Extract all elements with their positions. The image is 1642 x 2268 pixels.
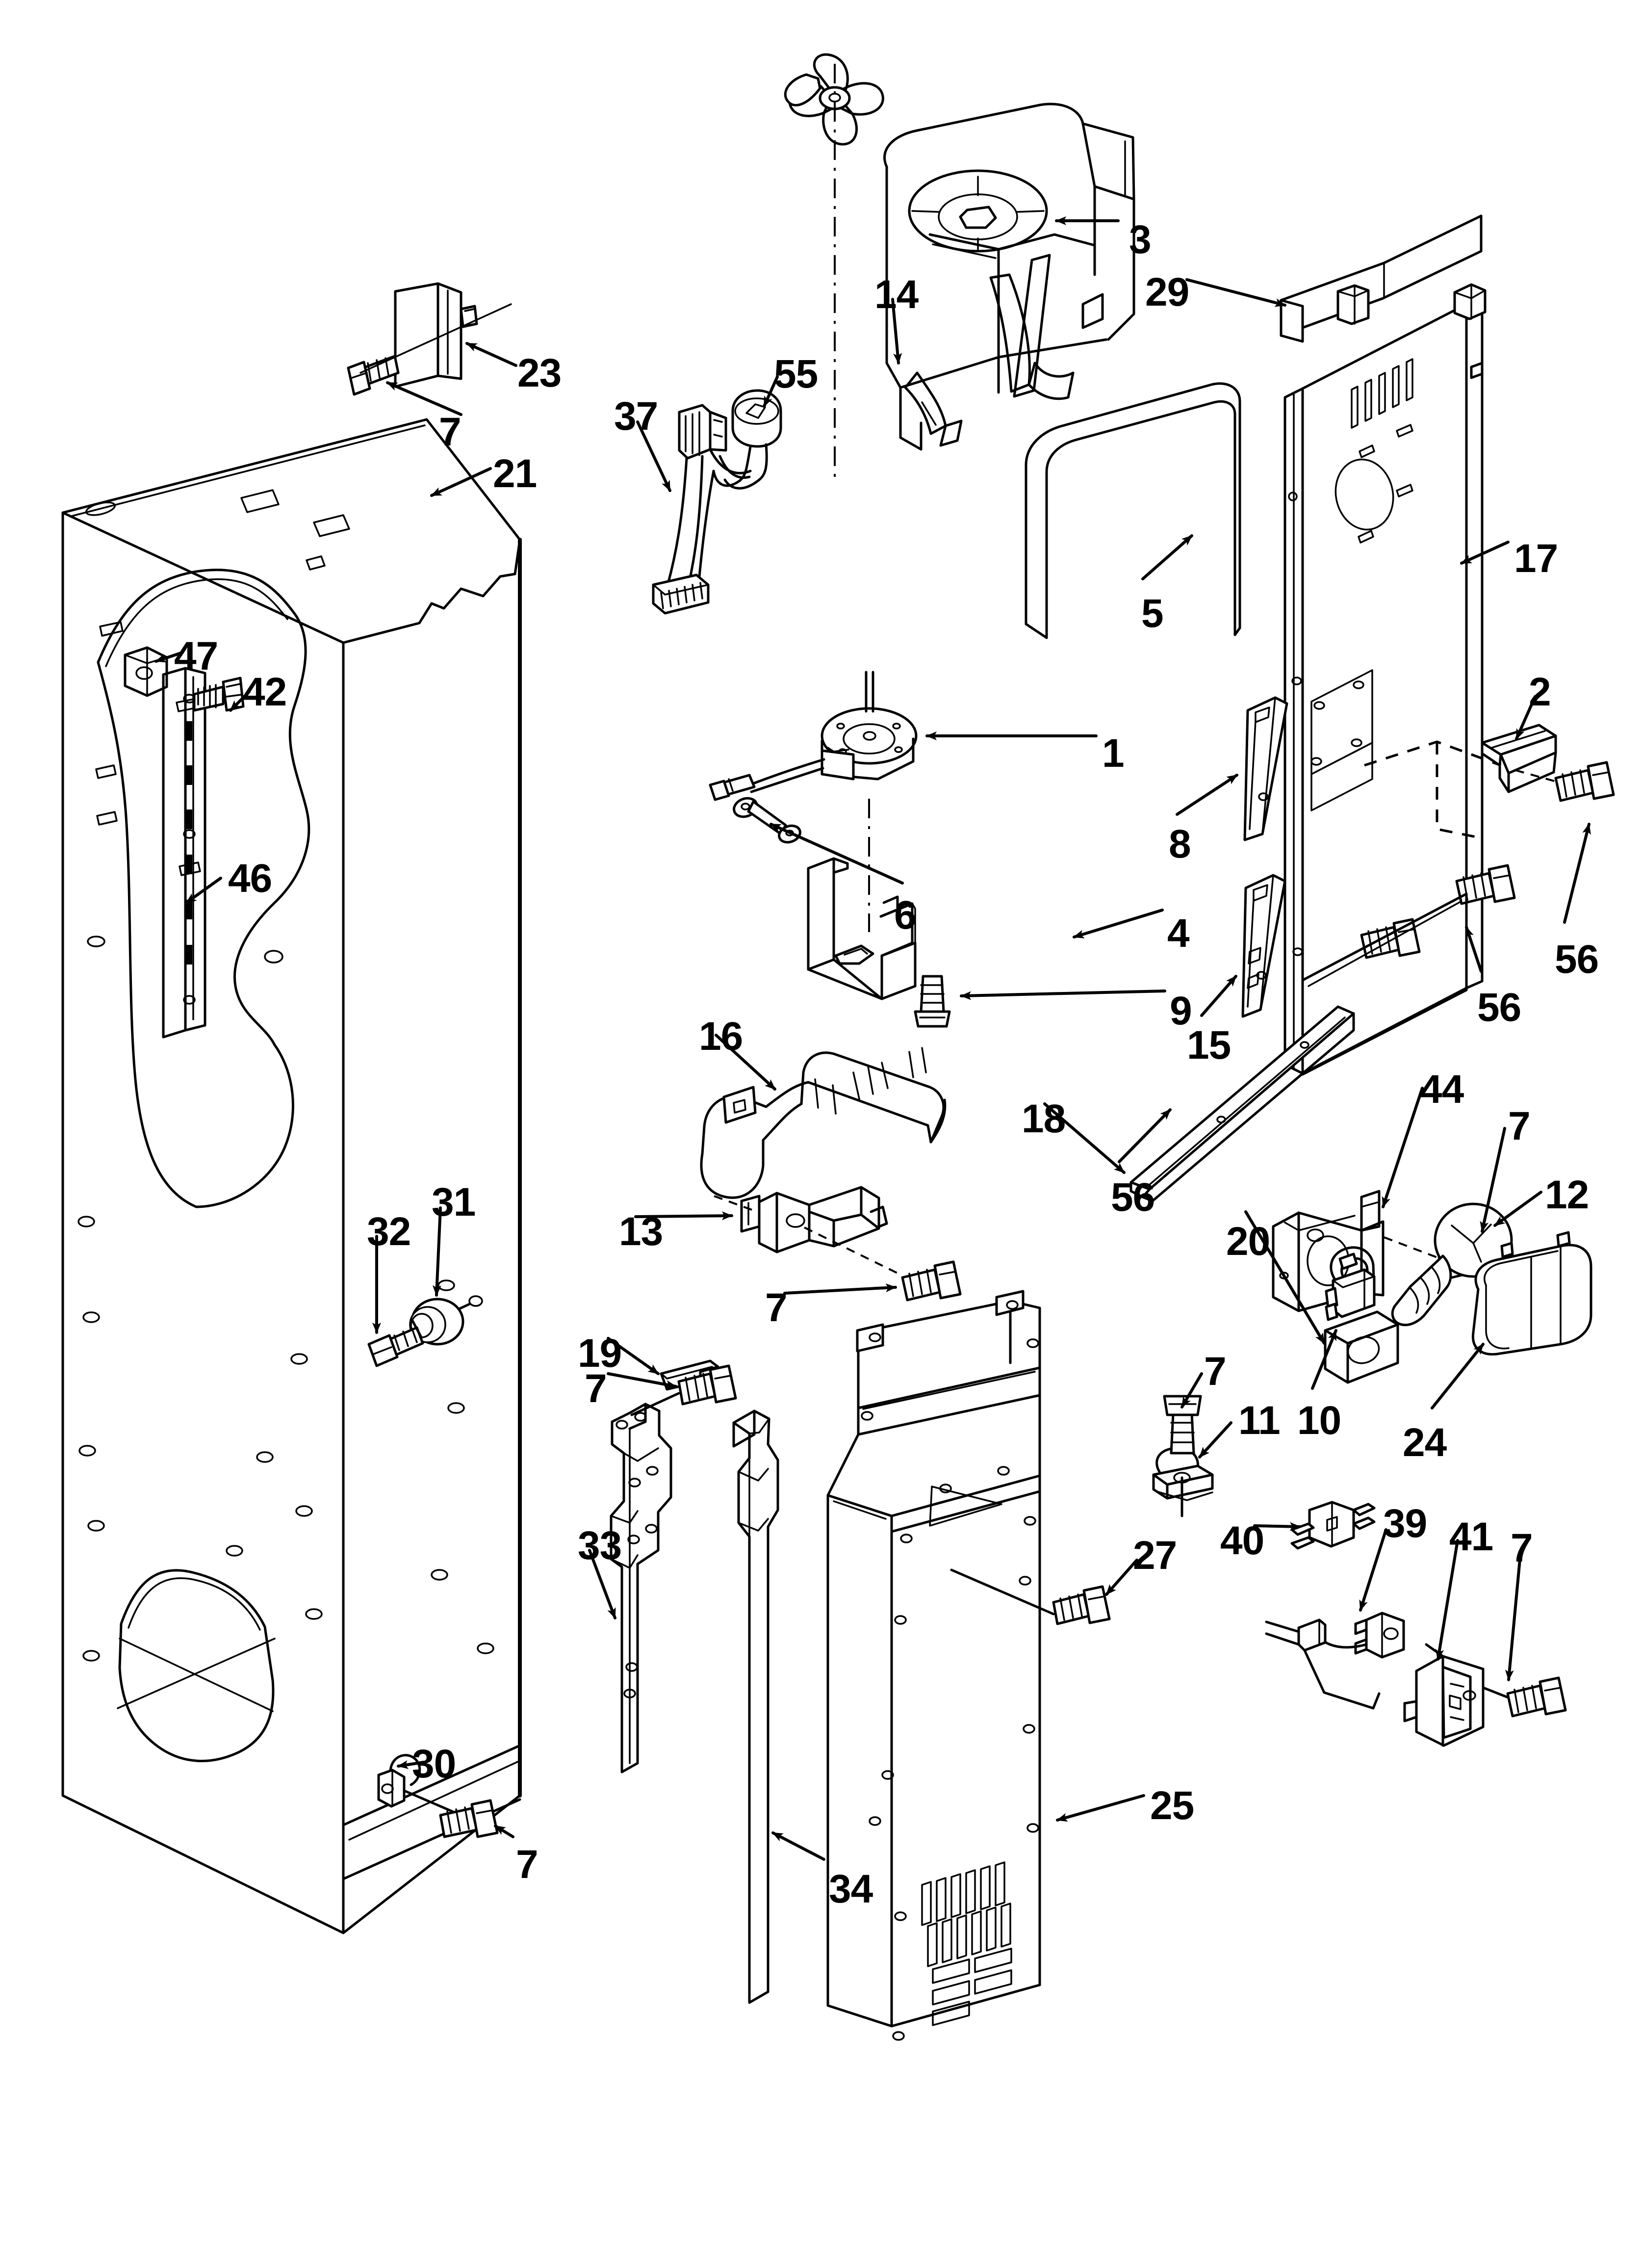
part-8-upper-clip (1243, 696, 1288, 841)
part-29-top-trim-rail (1280, 214, 1483, 343)
callout-41: 41 (1449, 1514, 1493, 1559)
part-3-fan-blade (784, 53, 884, 146)
part-17-liner-panel (1283, 283, 1487, 1075)
callout-19: 19 (578, 1331, 622, 1376)
part-11-wire-clip (1152, 1447, 1214, 1517)
callout-13: 13 (619, 1209, 663, 1254)
callout-7: 7 (765, 1285, 788, 1330)
part-33-hinge-rail (610, 1403, 672, 1773)
part-25-louvered-panel (826, 1290, 1041, 2041)
liner-contour-left (97, 661, 198, 1208)
callout-1: 1 (1102, 731, 1125, 776)
callout-7: 7 (585, 1366, 607, 1411)
callout-42: 42 (243, 670, 287, 714)
callout-31: 31 (432, 1180, 476, 1225)
callout-4: 4 (1167, 911, 1190, 956)
part-41-control-module (1403, 1643, 1512, 1747)
part-27-panel-screw (950, 1568, 1111, 1625)
callout-44: 44 (1420, 1067, 1464, 1112)
callout-47: 47 (174, 634, 218, 678)
part-16-air-duct (700, 1047, 947, 1199)
part-13-duct-bracket (740, 1186, 888, 1253)
part-10-lamp-socket (1325, 1246, 1376, 1321)
part-7-screw-module (1506, 1676, 1567, 1718)
part-7-screw-clip-bottom (439, 1799, 499, 1838)
callout-21: 21 (493, 451, 537, 496)
assembly-guide-2 (1364, 740, 1501, 767)
callout-7: 7 (439, 410, 462, 454)
part-9-screw (914, 975, 951, 1028)
callout-34: 34 (829, 1867, 873, 1911)
callout-55: 55 (774, 352, 818, 396)
callout-17: 17 (1514, 536, 1558, 581)
callout-56: 56 (1111, 1175, 1155, 1220)
callout-46: 46 (228, 856, 272, 901)
callout-27: 27 (1133, 1533, 1177, 1578)
callout-56: 56 (1555, 937, 1599, 982)
callout-10: 10 (1297, 1398, 1341, 1443)
callout-25: 25 (1150, 1783, 1194, 1828)
part-32-roller-screw (367, 1318, 424, 1367)
part-20-lamp-gasket (1324, 1310, 1399, 1384)
part-7-screw-duct (901, 1260, 962, 1302)
part-23-corner-gusset (394, 282, 478, 388)
part-40-terminal-block (1290, 1501, 1376, 1550)
part-1-fan-motor (709, 671, 918, 801)
callout-5: 5 (1141, 591, 1164, 636)
callout-40: 40 (1220, 1518, 1264, 1563)
part-5-seal-strip (1025, 382, 1241, 639)
callout-30: 30 (412, 1742, 456, 1786)
liner-contour (97, 569, 310, 1046)
callout-56: 56 (1477, 985, 1521, 1030)
part-12-light-bulb (1391, 1202, 1513, 1327)
part-18-angle-trim (1129, 1005, 1355, 1202)
part-37-wiring-harness (652, 404, 752, 615)
callout-29: 29 (1145, 270, 1189, 314)
part-7-screw-clip (1163, 1395, 1202, 1455)
callout-8: 8 (1169, 822, 1191, 866)
callout-14: 14 (874, 272, 919, 317)
callout-12: 12 (1545, 1173, 1589, 1217)
callout-18: 18 (1022, 1096, 1066, 1141)
part-14-fan-shroud (883, 103, 1135, 451)
callout-15: 15 (1187, 1023, 1231, 1068)
part-6-ground-strap (733, 797, 801, 844)
part-30-tube-clip (377, 1754, 462, 1817)
callout-23: 23 (517, 351, 562, 395)
part-7-screw-top (347, 355, 400, 396)
part-21-cabinet (61, 418, 522, 1934)
liner-lower-skirt (1301, 892, 1468, 1076)
callout-9: 9 (1170, 989, 1192, 1033)
part-4-motor-bracket (807, 857, 917, 1000)
callout-20: 20 (1226, 1219, 1270, 1264)
callout-24: 24 (1403, 1420, 1447, 1465)
part-47-rail-top-block (124, 646, 168, 697)
part-39-terminal-connector (1265, 1612, 1405, 1710)
callout-7: 7 (1508, 1104, 1531, 1148)
part-46-shelf-rail (162, 667, 206, 1039)
assembly-axis-23 (359, 303, 512, 374)
callout-3: 3 (1129, 217, 1152, 262)
callout-7: 7 (1204, 1349, 1227, 1394)
callout-7: 7 (1511, 1526, 1533, 1570)
callout-33: 33 (578, 1523, 622, 1568)
callout-11: 11 (1238, 1398, 1281, 1443)
part-56-screw-a (1554, 761, 1615, 802)
leader-lines (154, 216, 1591, 1861)
callout-16: 16 (699, 1014, 743, 1059)
callout-39: 39 (1383, 1501, 1427, 1546)
callout-2: 2 (1529, 670, 1551, 714)
part-7-screw-hinge (630, 1364, 737, 1416)
callout-32: 32 (367, 1209, 411, 1254)
part-34-trim-post (732, 1409, 779, 2004)
callout-6: 6 (894, 893, 917, 938)
part-15-lower-clip (1241, 874, 1286, 1018)
callout-7: 7 (516, 1842, 539, 1887)
callout-37: 37 (614, 394, 658, 439)
